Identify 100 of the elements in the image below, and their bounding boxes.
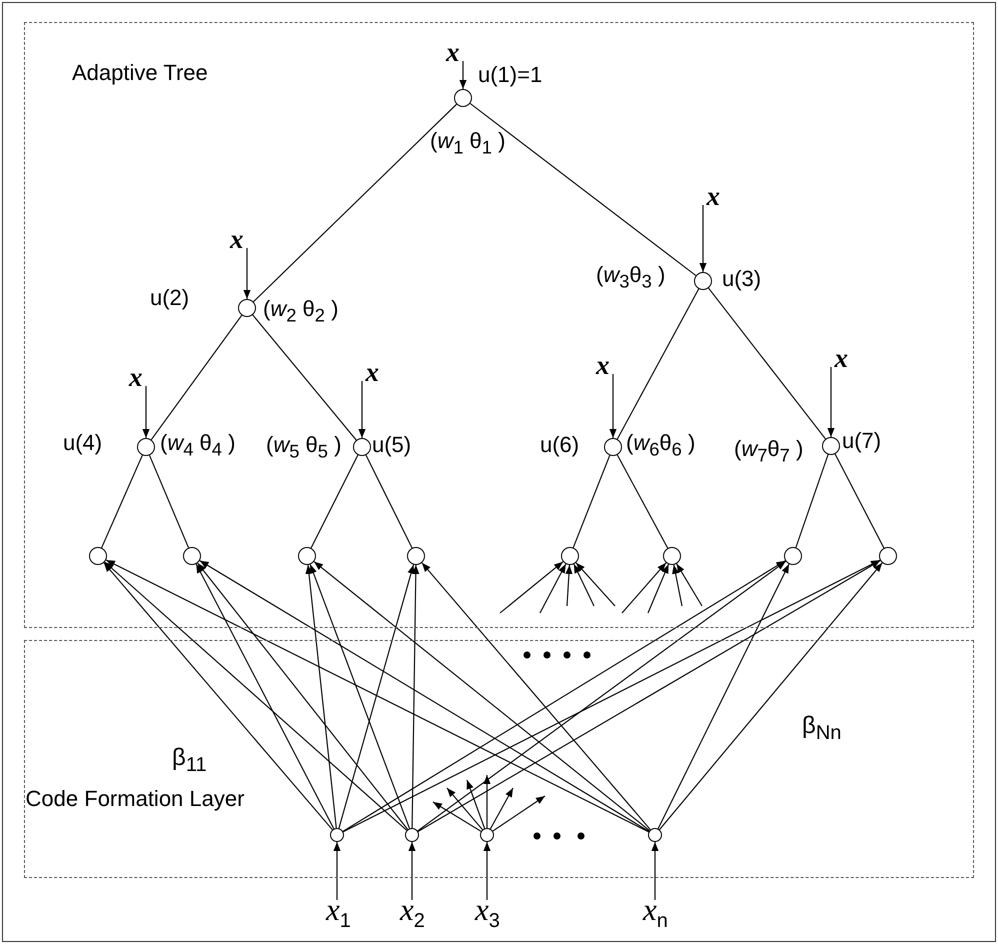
region-label: β$_{11}$ bbox=[172, 744, 207, 777]
neuron-circle bbox=[648, 828, 662, 842]
node-label: u(3) bbox=[722, 266, 762, 292]
neuron-circle bbox=[298, 547, 316, 565]
arrow bbox=[490, 788, 514, 830]
node-label: u(7) bbox=[842, 428, 882, 454]
node-label: u(1)=1 bbox=[478, 62, 542, 88]
node-label: (w$_{6}$θ$_{6}$ ) bbox=[626, 430, 696, 460]
node-label: u(6) bbox=[540, 432, 580, 458]
arrow bbox=[243, 248, 251, 299]
arrow bbox=[103, 562, 333, 830]
input-variable-label: x$_{3}$ bbox=[475, 896, 523, 926]
neuron-circle bbox=[137, 438, 155, 456]
node-label: (w$_{5}$ θ$_{5}$ ) bbox=[266, 432, 342, 462]
input-variable-label: x$_{n}$ bbox=[643, 896, 695, 926]
neuron-circle bbox=[407, 547, 425, 565]
neuron-circle bbox=[353, 438, 371, 456]
arrow bbox=[466, 780, 486, 829]
node-label: (w$_{4}$ θ$_{4}$ ) bbox=[160, 430, 236, 460]
arrow bbox=[104, 562, 408, 831]
connector-line bbox=[150, 314, 242, 440]
arrow bbox=[417, 560, 786, 832]
arrow bbox=[412, 565, 420, 828]
arrow bbox=[827, 367, 835, 437]
arrow bbox=[576, 562, 616, 606]
neuron-circle bbox=[238, 299, 256, 317]
connector-line bbox=[101, 454, 143, 548]
node-label: (w$_{3}$θ$_{3}$ ) bbox=[596, 262, 666, 292]
arrow bbox=[421, 562, 651, 830]
arrow bbox=[305, 564, 337, 828]
neuron-circle bbox=[694, 272, 712, 290]
connector-line bbox=[252, 314, 357, 440]
arrow bbox=[540, 564, 566, 614]
arrow bbox=[648, 564, 669, 614]
input-variable-label: x$_{1}$ bbox=[326, 896, 374, 926]
neuron-circle bbox=[784, 547, 802, 565]
arrow bbox=[573, 564, 594, 606]
input-vector-label: x bbox=[230, 229, 248, 248]
arrow bbox=[338, 564, 415, 828]
neuron-circle bbox=[663, 547, 681, 565]
dashed-region bbox=[24, 640, 974, 878]
arrow bbox=[651, 842, 659, 900]
input-variable-label: x$_{2}$ bbox=[400, 896, 448, 926]
input-vector-label: x bbox=[702, 186, 720, 205]
arrow bbox=[622, 562, 667, 614]
node-label: u(5) bbox=[372, 432, 412, 458]
arrow bbox=[310, 564, 410, 829]
region-label: β$_{Nn}$ bbox=[802, 712, 842, 745]
node-label: u(2) bbox=[150, 285, 190, 310]
arrow bbox=[142, 386, 150, 438]
arrow bbox=[358, 381, 366, 438]
neuron-circle bbox=[879, 547, 897, 565]
arrow bbox=[196, 564, 334, 830]
connector-line bbox=[616, 454, 668, 548]
connector-line bbox=[834, 454, 884, 548]
arrow bbox=[314, 561, 650, 832]
arrow bbox=[432, 802, 482, 832]
arrow bbox=[699, 205, 707, 272]
connector-line bbox=[310, 454, 358, 548]
neuron-circle bbox=[454, 89, 472, 107]
dashed-region bbox=[24, 22, 974, 628]
arrow bbox=[658, 564, 790, 829]
arrow bbox=[483, 842, 491, 900]
arrow bbox=[676, 563, 702, 606]
connector-line bbox=[366, 454, 412, 548]
arrow bbox=[500, 561, 564, 614]
neuron-circle bbox=[405, 828, 419, 842]
arrow bbox=[609, 374, 617, 438]
node-label: u(4) bbox=[63, 430, 102, 456]
neuron-circle bbox=[822, 437, 840, 455]
arrow bbox=[408, 842, 416, 900]
arrow bbox=[492, 796, 546, 832]
connector-line bbox=[795, 454, 829, 548]
arrow bbox=[672, 564, 683, 606]
connector-line bbox=[572, 455, 610, 548]
connector-line bbox=[616, 288, 700, 440]
node-label: (w$_{7}$θ$_{7}$ ) bbox=[734, 436, 804, 466]
arrow bbox=[659, 562, 883, 830]
input-vector-label: x bbox=[129, 367, 147, 386]
input-vector-label: x bbox=[446, 42, 464, 61]
arrow bbox=[197, 562, 408, 830]
arrow bbox=[446, 788, 483, 830]
connector-line bbox=[149, 455, 189, 548]
arrow bbox=[333, 842, 341, 900]
arrow bbox=[342, 560, 786, 832]
input-vector-label: x bbox=[361, 362, 379, 381]
neuron-circle bbox=[480, 828, 494, 842]
arrow bbox=[483, 775, 491, 828]
input-vector-label: x bbox=[596, 355, 614, 374]
region-label: Adaptive Tree bbox=[72, 60, 208, 86]
connector-line bbox=[470, 103, 696, 276]
connector-line bbox=[708, 288, 826, 440]
arrow bbox=[106, 560, 649, 832]
arrow bbox=[459, 61, 467, 89]
neuron-circle bbox=[183, 547, 201, 565]
neuron-circle bbox=[604, 438, 622, 456]
neuron-circle bbox=[561, 547, 579, 565]
neuron-circle bbox=[89, 547, 107, 565]
node-label: (w$_{2}$ θ$_{2}$ ) bbox=[263, 296, 338, 326]
arrow bbox=[565, 564, 573, 606]
